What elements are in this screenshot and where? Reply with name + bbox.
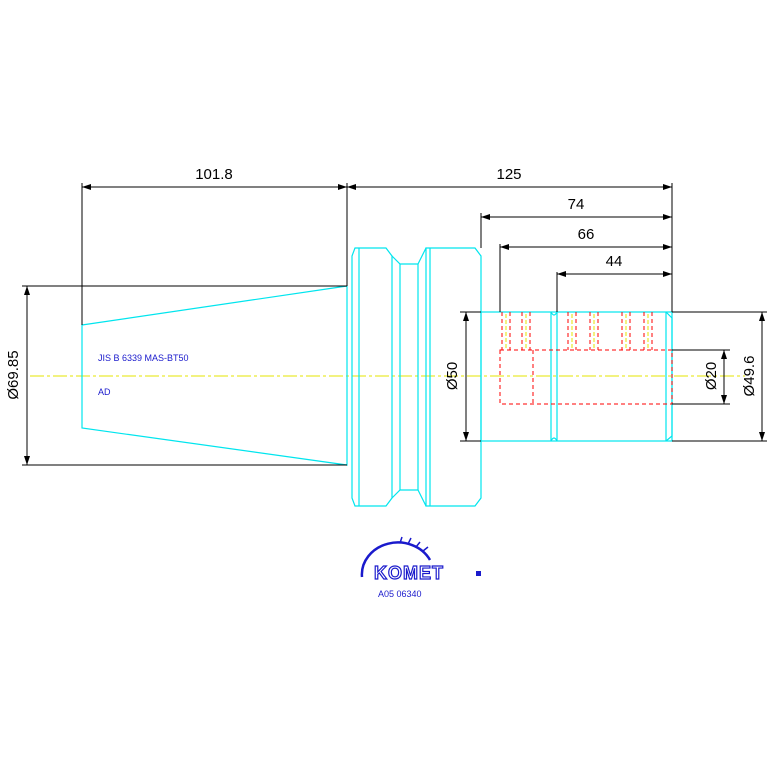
bore-hidden	[499, 349, 673, 405]
arrow	[759, 432, 765, 441]
part-number: A05 06340	[378, 589, 422, 599]
dim-dia-bore: Ø20	[703, 362, 720, 390]
dim-dia-taper: Ø69.85	[5, 350, 22, 399]
hidden-lines	[499, 312, 673, 405]
arrow	[463, 312, 469, 321]
arrow	[500, 244, 509, 250]
arrow	[481, 214, 490, 220]
dim-length-74: 74	[568, 196, 585, 213]
arrow	[463, 432, 469, 441]
komet-logo: KOMET	[360, 536, 481, 584]
arrow	[663, 214, 672, 220]
arrow	[338, 184, 347, 190]
logo-mark	[476, 571, 481, 576]
thread-center-lines	[505, 314, 649, 348]
arrow	[557, 271, 566, 277]
arrow	[347, 184, 356, 190]
collar-outline	[425, 247, 482, 507]
arrow	[663, 244, 672, 250]
dim-dia-body: Ø50	[444, 362, 461, 390]
arrow	[663, 271, 672, 277]
logo-wordmark: KOMET	[374, 563, 444, 583]
flange-outline	[351, 247, 393, 507]
dim-length-44: 44	[606, 253, 623, 270]
dim-dia-outer: Ø49.6	[741, 356, 758, 397]
arrow	[721, 350, 727, 359]
part-outline	[81, 247, 673, 507]
v-groove-outline	[391, 247, 427, 507]
dim-shank-length: 125	[496, 166, 521, 183]
arrow	[24, 286, 30, 295]
arrow	[663, 184, 672, 190]
arrow	[24, 456, 30, 465]
arrow	[759, 312, 765, 321]
logo-arc	[360, 541, 432, 578]
dim-taper-length: 101.8	[195, 166, 233, 183]
arrow	[721, 395, 727, 404]
arrow	[82, 184, 91, 190]
dimension-lines	[22, 183, 767, 466]
dim-length-66: 66	[578, 226, 595, 243]
shank-groove-1	[550, 311, 558, 442]
arrowheads	[24, 184, 765, 465]
standard-note: JIS B 6339 MAS-BT50	[98, 353, 189, 363]
logo-arc-ticks	[399, 536, 429, 552]
type-note: AD	[98, 387, 111, 397]
